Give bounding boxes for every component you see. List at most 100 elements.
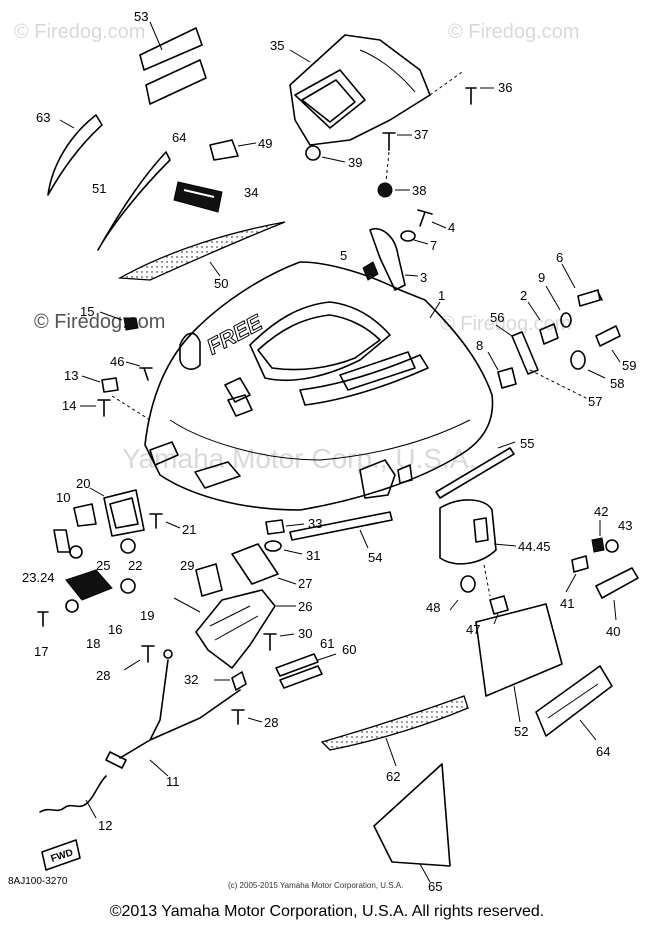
- callout-28-b: 28: [264, 715, 278, 730]
- screw-36: [465, 87, 494, 105]
- spring-12: [39, 775, 107, 813]
- callout-39: 39: [348, 155, 362, 170]
- callout-57: 57: [588, 394, 602, 409]
- badge-fwd: FWD: [41, 839, 81, 871]
- screw-14: [97, 399, 111, 417]
- strip-55: [435, 447, 515, 499]
- bracket-27: [231, 543, 279, 585]
- callout-4: 4: [448, 220, 455, 235]
- watermark: © Firedog.com: [34, 311, 165, 333]
- strip-63: [47, 114, 103, 196]
- grommet-22: [120, 538, 136, 554]
- callout-16: 16: [108, 622, 122, 637]
- strip-54: [289, 511, 393, 541]
- callout-19: 19: [140, 608, 154, 623]
- screw-37: [382, 132, 412, 151]
- bracket-23-24: [53, 529, 71, 553]
- callout-7: 7: [430, 238, 437, 253]
- nut-33: [265, 519, 285, 535]
- plate-20: [103, 489, 145, 537]
- screw-6: [577, 289, 603, 307]
- collar-58: [570, 350, 586, 370]
- callout-34: 34: [244, 185, 258, 200]
- callout-22: 22: [128, 558, 142, 573]
- callout-38: 38: [412, 183, 426, 198]
- small-copyright: (c) 2005-2015 Yamaha Motor Corporation, …: [228, 881, 404, 890]
- callout-11: 11: [166, 774, 180, 789]
- callout-65: 65: [428, 879, 442, 894]
- callout-36: 36: [498, 80, 512, 95]
- screw-28-b: [231, 709, 245, 725]
- callout-27: 27: [298, 576, 312, 591]
- reference-code: 8AJ100-3270: [8, 876, 68, 887]
- callout-12: 12: [98, 818, 112, 833]
- callout-37: 37: [414, 127, 428, 142]
- nut-19: [120, 578, 136, 594]
- callout-17: 17: [34, 644, 48, 659]
- callout-20: 20: [76, 476, 90, 491]
- callout-46: 46: [110, 354, 124, 369]
- callout-28: 28: [96, 668, 110, 683]
- light-40: [595, 567, 639, 599]
- washer-48: [460, 575, 476, 593]
- callout-33: 33: [308, 516, 322, 531]
- watermarks: © Firedog.com © Firedog.com © Firedog.co…: [14, 21, 579, 474]
- watermark: Yamaha Motor Corp., U.S.A.: [122, 443, 476, 474]
- callout-64: 64: [172, 130, 186, 145]
- callout-2: 2: [520, 288, 527, 303]
- callout-62: 62: [386, 769, 400, 784]
- grommet-2: [539, 323, 559, 345]
- callout-8: 8: [476, 338, 483, 353]
- bracket-26: [195, 589, 276, 669]
- strip-50: [117, 221, 286, 281]
- callout-6: 6: [556, 250, 563, 265]
- callout-29: 29: [180, 558, 194, 573]
- strip-62: [320, 695, 469, 751]
- callout-23-24: 23.24: [22, 570, 55, 585]
- callout-18: 18: [86, 636, 100, 651]
- callout-52: 52: [514, 724, 528, 739]
- washer-9: [560, 312, 572, 328]
- leader: [59, 119, 75, 129]
- panel-65: [373, 763, 451, 867]
- callout-15: 15: [80, 304, 94, 319]
- callout-55: 55: [520, 436, 534, 451]
- grommet-43: [605, 539, 619, 553]
- callout-3: 3: [420, 270, 427, 285]
- nut-15: [123, 317, 139, 331]
- callout-14: 14: [62, 398, 76, 413]
- callout-50: 50: [214, 276, 228, 291]
- callout-61: 61: [320, 636, 334, 651]
- footer-copyright: ©2013 Yamaha Motor Corporation, U.S.A. A…: [109, 903, 545, 920]
- screw-17: [37, 611, 49, 627]
- grommet-38: [377, 182, 393, 198]
- strip-51: [97, 151, 171, 251]
- callout-49: 49: [258, 136, 272, 151]
- watermark: © Firedog.com: [448, 21, 579, 43]
- badge-34: [173, 181, 223, 213]
- callout-labels: 53 35 36 63 64 49 37 39 51 34 38 4 7 5 3…: [22, 9, 636, 894]
- gasket-10: [73, 503, 97, 527]
- collar-25: [69, 545, 83, 559]
- nut-8: [497, 367, 517, 389]
- screw-4: [417, 209, 433, 227]
- callout-30: 30: [298, 626, 312, 641]
- clip-32: [231, 671, 247, 691]
- cover-44-45: [439, 499, 497, 565]
- callout-35: 35: [270, 38, 284, 53]
- screw-30: [263, 633, 277, 651]
- screw-47: [489, 595, 509, 615]
- headlight-housing-35: [289, 34, 463, 146]
- hood-decal-text: FREE: [203, 309, 268, 359]
- washer-31: [264, 540, 282, 552]
- cable-11: [119, 659, 241, 759]
- callout-9: 9: [538, 270, 545, 285]
- screw-46: [139, 367, 153, 381]
- panel-52: [475, 603, 563, 697]
- plate-60: [279, 665, 323, 689]
- svg-text:FWD: FWD: [50, 847, 75, 865]
- screw-28: [141, 645, 155, 663]
- callout-42: 42: [594, 504, 608, 519]
- stay-56: [511, 331, 539, 375]
